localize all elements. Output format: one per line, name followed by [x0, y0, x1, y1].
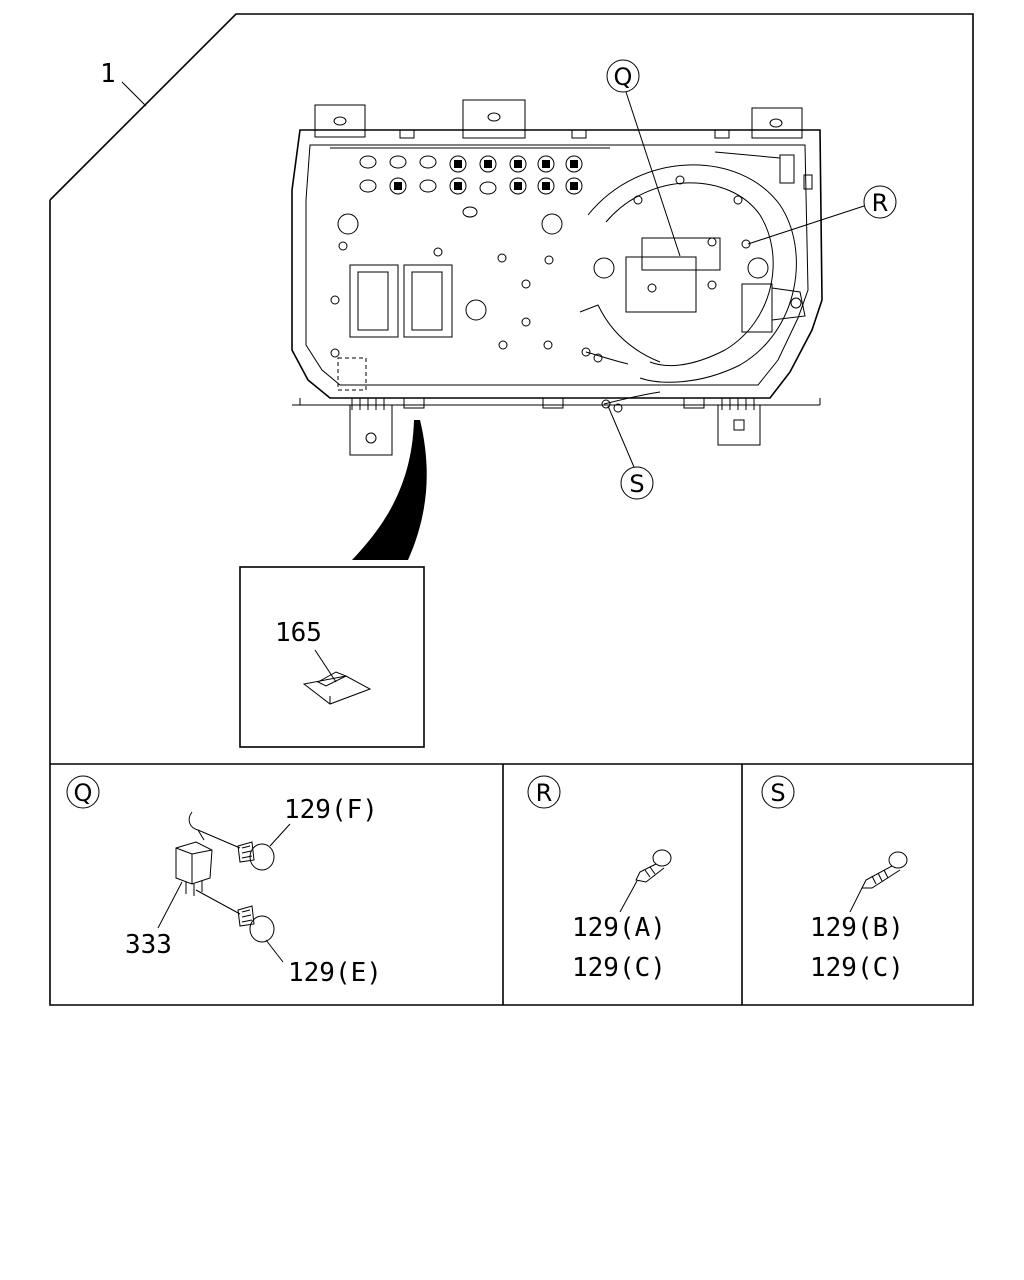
outer-frame: [49, 13, 974, 1006]
gauge-clips: [337, 213, 769, 321]
panel-r-letter: R: [536, 779, 553, 807]
screw-129b: [861, 851, 908, 889]
wire-harness: [581, 347, 661, 413]
bottom-mounting-tabs: [349, 397, 761, 456]
panel-q-letter: Q: [74, 779, 93, 807]
callout-q: Q: [606, 59, 681, 257]
label-129f: 129(F): [284, 795, 378, 825]
instrument-cluster-assembly: [291, 99, 823, 456]
callout-r-letter: R: [872, 189, 889, 217]
detail-inset: 165: [239, 420, 427, 748]
label-333: 333: [125, 930, 172, 960]
printed-circuit: [579, 164, 797, 383]
inset-part-label: 165: [275, 618, 322, 648]
label-129e: 129(E): [288, 958, 382, 988]
relay-333: [175, 811, 213, 896]
label-129c-s: 129(C): [810, 953, 904, 983]
panel-r: R 129(A) 129(C): [527, 775, 672, 983]
cluster-housing: [291, 129, 823, 399]
label-129c-r: 129(C): [572, 953, 666, 983]
connector-blocks: [337, 264, 453, 391]
bolt-129f: [237, 841, 275, 871]
indicator-sockets: [359, 155, 583, 218]
label-129b: 129(B): [810, 913, 904, 943]
callout-q-letter: Q: [614, 63, 633, 91]
panel-q: Q 129(F) 129(E) 333: [66, 775, 382, 988]
clip-part-165: [302, 671, 372, 705]
panel-s-letter: S: [770, 779, 785, 807]
top-mounting-tabs: [314, 99, 803, 149]
assembly-label: 1: [100, 59, 116, 89]
panel-s: S 129(B) 129(C): [761, 775, 908, 983]
label-129a: 129(A): [572, 913, 666, 943]
callout-s: S: [607, 405, 654, 500]
screw-129a: [635, 849, 672, 883]
assembly-reference: 1: [100, 59, 147, 107]
callout-r: R: [747, 185, 897, 245]
inset-pointer: [352, 420, 427, 560]
screw-heads: [330, 175, 743, 358]
right-bracket: [714, 151, 813, 333]
callout-s-letter: S: [629, 470, 644, 498]
bolt-129e: [237, 905, 275, 943]
relay-block: [625, 237, 721, 313]
